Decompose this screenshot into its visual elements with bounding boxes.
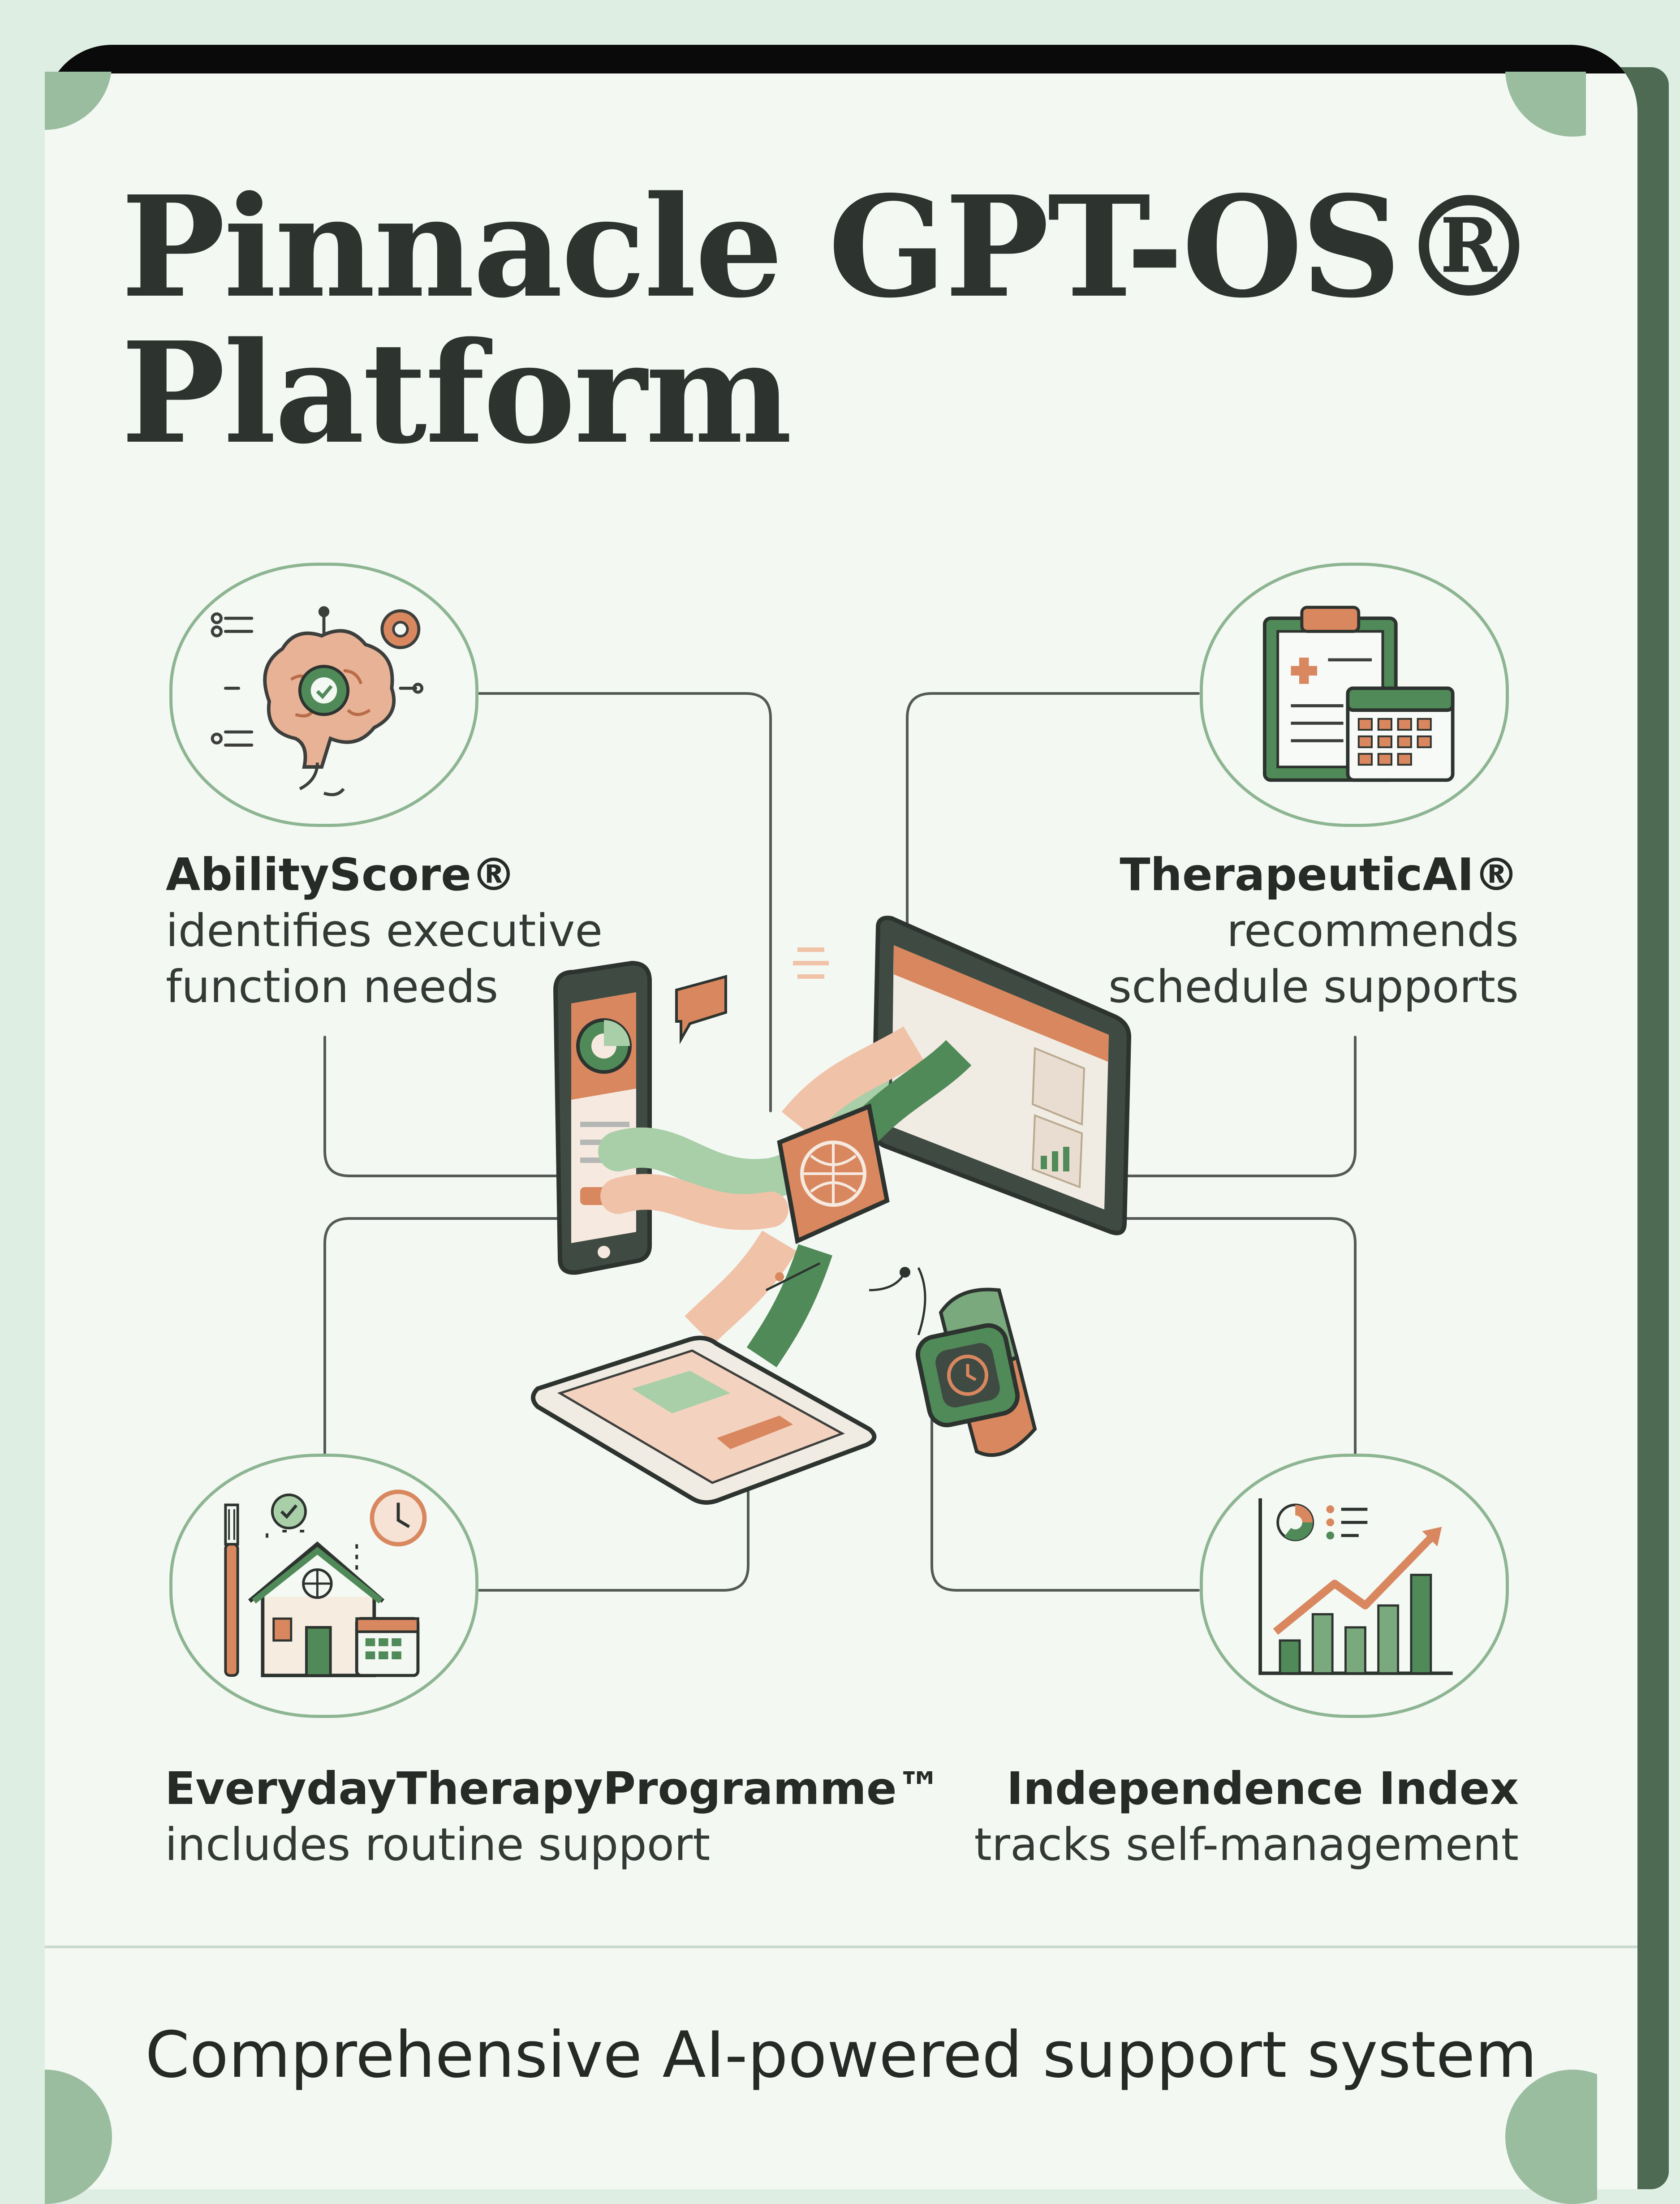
growth-chart-icon bbox=[1258, 1498, 1453, 1675]
smartphone-icon bbox=[553, 960, 652, 1275]
home-routine-icon bbox=[224, 1489, 427, 1678]
brain-gear-icon bbox=[211, 606, 424, 796]
card-top-bar bbox=[45, 45, 1637, 73]
laptop-tablet-icon bbox=[531, 1335, 877, 1505]
feature-ability-score: AbilityScore® identifies executive funct… bbox=[166, 847, 603, 1015]
clipboard-calendar-icon bbox=[1262, 606, 1455, 782]
tagline: Comprehensive AI-powered support system bbox=[145, 2018, 1537, 2092]
tablet-icon bbox=[871, 916, 1132, 1235]
feature-name: EverydayTherapyProgramme™ bbox=[165, 1762, 942, 1815]
feature-therapeutic-ai: TherapeuticAI® recommends schedule suppo… bbox=[1108, 847, 1519, 1015]
therapeutic-ai-icon-frame bbox=[1200, 563, 1509, 827]
everyday-therapy-icon-frame bbox=[169, 1454, 478, 1718]
title-line-2: Platform bbox=[121, 311, 792, 475]
title-line-1: Pinnacle GPT-OS® bbox=[121, 166, 1538, 329]
feature-description: function needs bbox=[166, 960, 499, 1013]
smartwatch-icon bbox=[915, 1287, 1037, 1457]
feature-description: identifies executive bbox=[166, 904, 603, 957]
footer-divider bbox=[45, 1946, 1637, 1948]
globe-hub-icon bbox=[777, 1103, 890, 1244]
feature-description: includes routine support bbox=[165, 1818, 711, 1871]
page-title: Pinnacle GPT-OS® Platform bbox=[121, 166, 1538, 475]
device-hub-illustration bbox=[531, 916, 1132, 1505]
feature-description: recommends bbox=[1227, 904, 1519, 957]
feature-name: Independence Index bbox=[1006, 1762, 1519, 1815]
ability-score-icon-frame bbox=[169, 563, 478, 827]
feature-everyday-therapy-programme: EverydayTherapyProgramme™ includes routi… bbox=[165, 1761, 942, 1873]
feature-name: TherapeuticAI® bbox=[1120, 848, 1519, 901]
feature-independence-index: Independence Index tracks self-managemen… bbox=[974, 1761, 1519, 1873]
feature-description: tracks self-management bbox=[974, 1818, 1519, 1871]
feature-name: AbilityScore® bbox=[166, 848, 516, 901]
feature-description: schedule supports bbox=[1108, 960, 1519, 1013]
independence-index-icon-frame bbox=[1200, 1454, 1509, 1718]
